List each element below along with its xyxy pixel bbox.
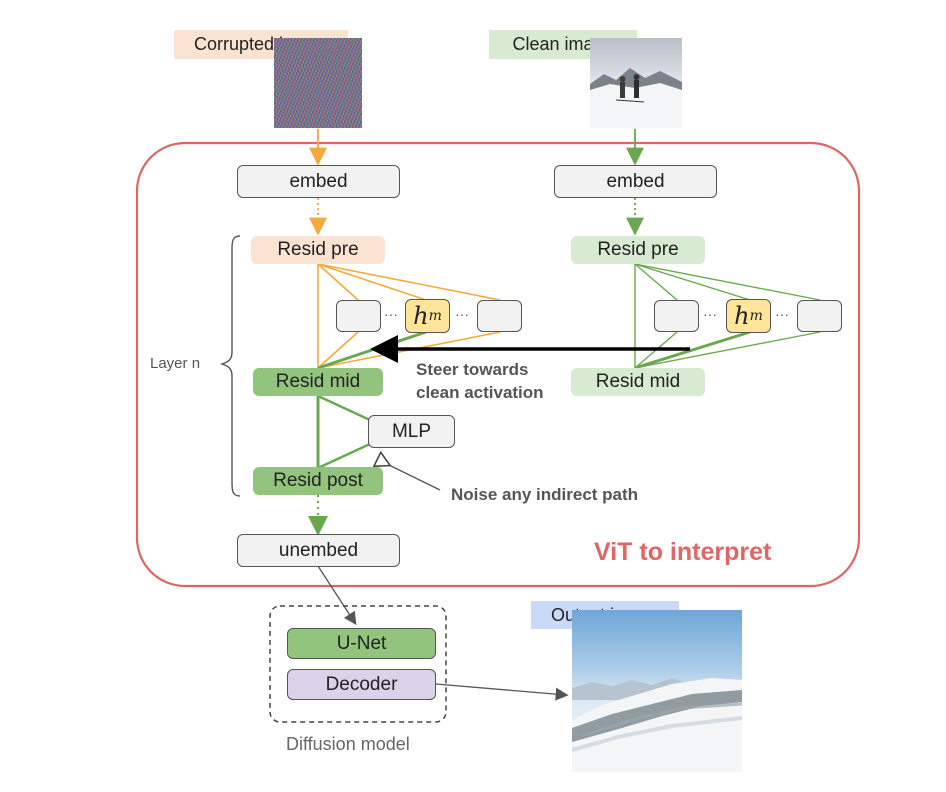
unembed-to-unet: [317, 565, 357, 626]
decoder-to-output: [435, 683, 569, 701]
steer-caption: Steer towards clean activation: [416, 358, 544, 404]
head-m-subscript: m: [749, 308, 763, 324]
head-box-right-2: [797, 300, 842, 332]
head-h-symbol: h: [734, 302, 750, 330]
head-box-left-2: [477, 300, 522, 332]
residmid-to-mlp: [317, 394, 371, 422]
mlp-box: MLP: [368, 415, 455, 448]
head-dots-left-2: ···: [455, 306, 469, 322]
resid-mid-clean: Resid mid: [571, 368, 705, 396]
layer-brace: [219, 235, 241, 497]
vit-title: ViT to interpret: [594, 538, 772, 566]
head-dots-left-1: ···: [384, 306, 398, 322]
resid-pre-clean: Resid pre: [571, 236, 705, 264]
vit-frame: [135, 141, 861, 588]
clean-image: [590, 38, 682, 128]
clean-head-to-residmid: [634, 330, 751, 370]
corrupted-image: [274, 38, 362, 128]
diffusion-frame: [269, 605, 447, 723]
output-image: [572, 610, 742, 772]
steer-line-2: clean activation: [416, 383, 544, 402]
steer-line-1: Steer towards: [416, 360, 529, 379]
unembed-box: unembed: [237, 534, 400, 567]
resid-mid-corrupted: Resid mid: [253, 368, 383, 396]
layer-label: Layer n: [150, 355, 201, 372]
head-dots-right-1: ···: [703, 306, 717, 322]
resid-pre-corrupted: Resid pre: [251, 236, 385, 264]
noise-arrow: [389, 465, 441, 491]
head-box-left-1: [336, 300, 381, 332]
decoder-box: Decoder: [287, 669, 436, 700]
head-dots-right-2: ···: [775, 306, 789, 322]
diffusion-caption: Diffusion model: [286, 734, 410, 754]
head-m-subscript: m: [428, 308, 442, 324]
head-h-symbol: h: [413, 302, 429, 330]
unet-box: U-Net: [287, 628, 436, 659]
embed-corrupted: embed: [237, 165, 400, 198]
resid-post: Resid post: [253, 467, 383, 495]
noise-caption: Noise any indirect path: [451, 485, 639, 504]
head-box-right-1: [654, 300, 699, 332]
mlp-to-residpost: [317, 442, 371, 470]
embed-clean: embed: [554, 165, 717, 198]
